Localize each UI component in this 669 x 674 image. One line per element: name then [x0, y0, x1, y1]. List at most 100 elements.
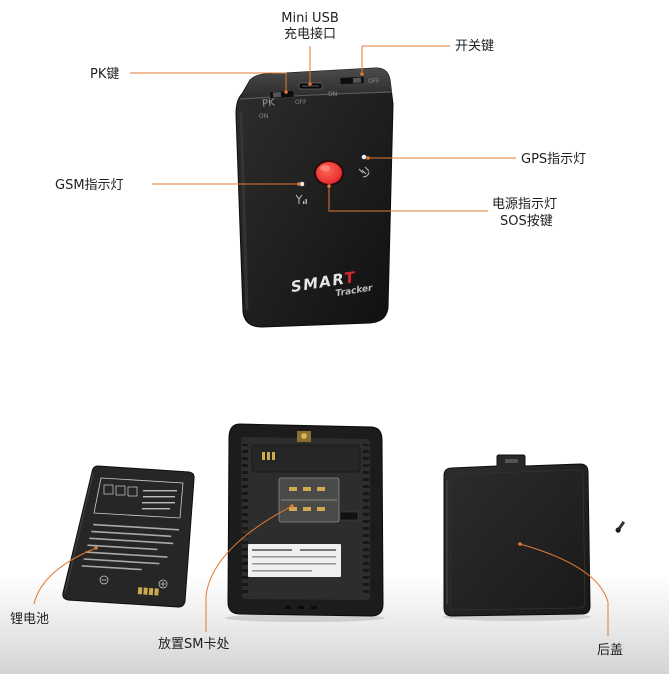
battery-print-block [81, 523, 180, 571]
pk-switch-knob [272, 92, 282, 98]
battery-pin [262, 452, 265, 460]
satellite-icon [358, 166, 370, 178]
positive-symbol-mark [160, 581, 166, 587]
callout-dot [327, 184, 331, 188]
battery-contact [137, 587, 143, 595]
callout-dot [297, 182, 301, 186]
sim-contact [317, 507, 325, 511]
callout-dot [94, 546, 98, 550]
usb-port-tongue [302, 85, 319, 87]
battery-print-line [85, 551, 168, 558]
callout-dot [284, 90, 288, 94]
battery-contact [143, 587, 148, 595]
battery-pin [272, 452, 275, 460]
callout-line-back-cover [519, 543, 609, 636]
battery-print-line [93, 523, 180, 531]
signal-bar-1 [303, 201, 305, 204]
callout-line-pk-key [130, 72, 287, 92]
battery-pins [262, 452, 275, 460]
gps-indicator-led [361, 154, 367, 160]
label-gps-led: GPS指示灯 [521, 152, 586, 167]
pk-slide-switch [269, 90, 295, 99]
board-component [339, 511, 359, 521]
logo-accent-letter: T [343, 268, 358, 288]
sticker-print-line [252, 563, 336, 565]
label-sim-slot: 放置SM卡处 [158, 637, 229, 652]
sim-contact [289, 487, 297, 491]
label-battery: 锂电池 [10, 612, 49, 627]
label-back-cover: 后盖 [597, 643, 623, 658]
sticker-print-line [252, 549, 292, 551]
sticker-background [248, 544, 341, 577]
sos-button-face [316, 162, 342, 184]
sim-contact [303, 507, 311, 511]
connector-pad [301, 433, 307, 439]
callout-line-sos [328, 186, 488, 212]
callout-dot [360, 72, 364, 76]
top-connector [297, 431, 311, 442]
battery-contacts [137, 587, 159, 596]
callout-dot [366, 156, 370, 160]
tracker-front-view: PK ON OFF ON OFF SMART Tracker [235, 67, 394, 328]
battery-edge-highlight [64, 472, 94, 594]
battery-print-line [91, 530, 172, 538]
label-gsm-led: GSM指示灯 [55, 178, 124, 193]
back-cover [443, 454, 591, 617]
callout-lines [33, 45, 609, 636]
battery-print-line [81, 565, 142, 571]
pk-marking: PK [262, 97, 276, 109]
sticker-print-line [300, 549, 336, 551]
gsm-indicator-led [299, 181, 305, 187]
battery-print-line [142, 502, 175, 504]
bottom-vent [298, 606, 304, 609]
battery-symbol-2 [115, 485, 126, 496]
signal-bar-2 [305, 199, 307, 204]
callout-line-sim-slot [205, 505, 293, 632]
left-on-marking: ON [259, 113, 268, 120]
battery-print-line [87, 544, 158, 551]
sim-card-holder [278, 477, 340, 523]
negative-symbol-icon [99, 575, 109, 585]
label-power-led: 电源指示灯 [492, 197, 557, 212]
battery-body [62, 465, 195, 608]
sos-button-highlight [320, 165, 330, 171]
screw-head [615, 527, 621, 533]
battery-print-line [143, 490, 177, 492]
battery-print-line [83, 558, 160, 565]
bottom-vent [311, 606, 317, 609]
battery-print-line [142, 508, 170, 510]
sos-button [314, 160, 344, 186]
label-mini-usb: Mini USB [281, 11, 339, 26]
device-left-edge-highlight [239, 111, 249, 311]
tracker-open-back [227, 423, 384, 617]
positive-symbol-icon [158, 579, 168, 589]
battery-print-line [89, 537, 174, 545]
label-power-switch: 开关键 [455, 39, 494, 54]
sim-contact [303, 487, 311, 491]
callout-line-battery [33, 547, 97, 605]
battery-contact [154, 588, 159, 596]
right-off-marking: OFF [368, 78, 380, 85]
lithium-battery [62, 465, 195, 608]
callout-dots [94, 72, 522, 550]
bottom-vent [285, 606, 291, 609]
sim-contact [289, 507, 297, 511]
label-sos-key: SOS按键 [500, 214, 553, 229]
sim-contacts [289, 487, 325, 511]
cover-tab-slot [505, 459, 518, 463]
callout-dot [290, 504, 294, 508]
device-top-edge [239, 91, 393, 100]
left-off-marking: OFF [295, 99, 307, 106]
cover-inner-edge [449, 469, 586, 611]
sticker-print-line [252, 556, 336, 558]
callout-dot [518, 542, 522, 546]
right-on-marking: ON [328, 91, 337, 98]
sticker-print-line [252, 570, 312, 572]
cavity-ribs-left [242, 444, 248, 596]
signal-antenna-icon [295, 194, 307, 204]
cavity-ribs-right [363, 444, 369, 596]
battery-pin [267, 452, 270, 460]
battery-print-line [143, 496, 175, 498]
callout-line-power-switch [361, 45, 450, 74]
